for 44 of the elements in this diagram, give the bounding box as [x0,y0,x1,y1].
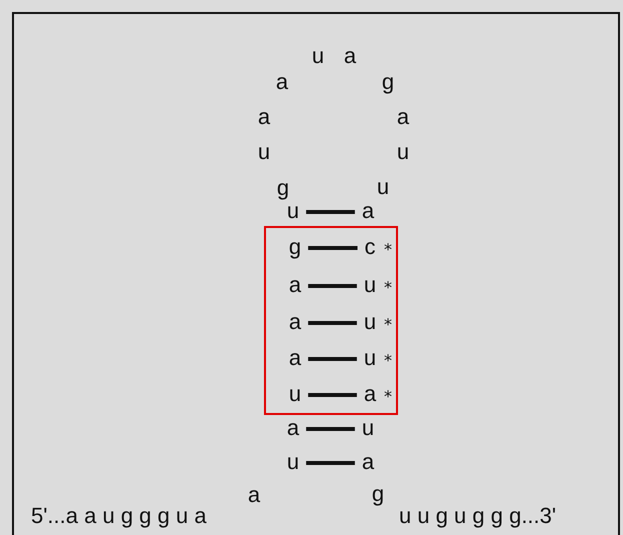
nucleotide: a [286,417,300,439]
asterisk: * [384,317,392,333]
nucleotide: a [364,383,376,405]
nucleotide: a [288,311,302,333]
asterisk: * [384,280,392,296]
base-pair-bond [306,210,355,214]
nucleotide: g [382,71,394,93]
nucleotide: g [372,483,384,505]
nucleotide: a [258,106,270,128]
nucleotide: a [362,451,374,473]
nucleotide: a [288,347,302,369]
nucleotide: a [396,106,410,128]
nucleotide: u [286,451,300,473]
asterisk: * [384,353,392,369]
asterisk: * [384,242,392,258]
nucleotide: u [376,176,390,198]
nucleotide: a [362,200,374,222]
nucleotide: a [344,45,356,67]
nucleotide: u [364,311,376,333]
nucleotide: u [364,347,376,369]
sequence-text: 5'...a a u g g g u a [31,505,206,527]
base-pair-bond [308,246,358,250]
nucleotide: u [286,200,300,222]
nucleotide: g [276,177,290,199]
base-pair-bond [306,461,355,465]
nucleotide: u [364,274,376,296]
nucleotide: u [362,417,374,439]
base-pair-bond [308,357,357,361]
nucleotide: c [364,236,376,258]
nucleotide: u [396,141,410,163]
base-pair-bond [306,427,355,431]
base-pair-bond [308,284,357,288]
base-pair-bond [308,393,357,397]
nucleotide: g [288,236,302,258]
nucleotide: u [288,383,302,405]
nucleotide: u [312,45,324,67]
sequence-text: u u g u g g g...3' [399,505,556,527]
nucleotide: a [288,274,302,296]
nucleotide: u [258,141,270,163]
highlight-box [264,226,398,415]
nucleotide: a [248,484,260,506]
base-pair-bond [308,321,357,325]
nucleotide: a [276,71,288,93]
asterisk: * [384,389,392,405]
